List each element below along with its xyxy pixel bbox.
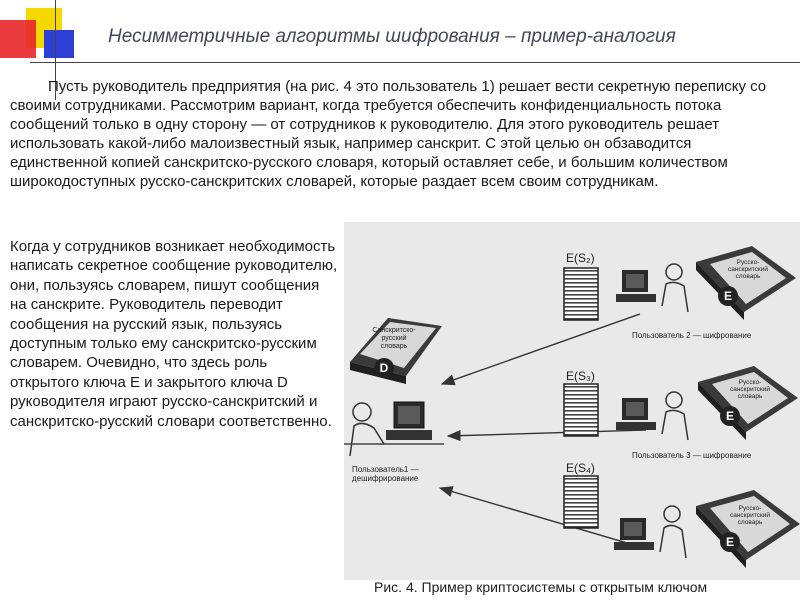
- decor-red-square: [0, 20, 36, 58]
- message-label-4: E(S₄): [566, 461, 595, 475]
- book-e3-title-2: санскритский: [730, 385, 770, 393]
- intro-paragraph: Пусть руководитель предприятия (на рис. …: [10, 78, 767, 190]
- receiver-label-1: Пользователь1 —: [352, 465, 419, 474]
- crypto-figure: Санскритско- русский словарь D Пользоват…: [344, 222, 800, 580]
- user-2-label: Пользователь 2 — шифрование: [632, 331, 752, 340]
- book-e2-title-3: словарь: [736, 273, 761, 280]
- decor-blue-square: [44, 30, 74, 58]
- book-e3-letter: E: [726, 409, 734, 423]
- book-e2-title-1: Русско-: [737, 259, 760, 266]
- receiver-keyboard: [386, 430, 432, 440]
- user-3-label: Пользователь 3 — шифрование: [632, 451, 752, 460]
- book-d-title-2: русский: [381, 334, 406, 342]
- book-e4-title-1: Русско-: [739, 505, 762, 512]
- message-doc-2: [563, 267, 599, 321]
- side-paragraph: Когда у сотрудников возникает необходимо…: [10, 238, 338, 430]
- book-e4-title-2: санскритский: [730, 511, 770, 519]
- e4-badge: [720, 532, 740, 552]
- e3-badge: [720, 406, 740, 426]
- e2-badge: [718, 286, 738, 306]
- book-e3-title-1: Русско-: [739, 379, 762, 386]
- sender-user-3: E(S₃) Русско- санскритский словарь E Пол…: [563, 366, 798, 460]
- sender-user-2: E(S₂) Русско- санскритский словарь E Пол…: [563, 246, 796, 340]
- arrow-from-user-2: [440, 313, 641, 386]
- receiver-label-2: дешифрирование: [352, 474, 419, 483]
- sender-4-head: [663, 505, 681, 523]
- book-d-title-1: Санскритско-: [372, 327, 416, 334]
- arrow-from-user-4: [438, 486, 645, 549]
- book-e2-title-2: санскритский: [728, 265, 768, 273]
- crypto-diagram: Санскритско- русский словарь D Пользоват…: [344, 222, 800, 580]
- dictionary-d-book: Санскритско- русский словарь D: [350, 318, 442, 384]
- slide-title: Несимметричные алгоритмы шифрования – пр…: [108, 26, 676, 47]
- sender-2-head: [665, 263, 683, 281]
- book-d-letter: D: [380, 361, 389, 375]
- message-label-3: E(S₃): [566, 369, 595, 383]
- message-doc-3: [563, 383, 599, 437]
- book-d-title-3: словарь: [381, 343, 408, 350]
- figure-caption: Рис. 4. Пример криптосистемы с открытым …: [374, 579, 708, 595]
- d-badge: [374, 358, 394, 378]
- receiver-workstation: Пользователь1 — дешифрирование: [344, 401, 444, 483]
- book-e4-title-3: словарь: [738, 519, 763, 526]
- title-underline: [30, 62, 800, 63]
- book-e2-letter: E: [724, 289, 732, 303]
- book-e4-letter: E: [726, 535, 734, 549]
- receiver-head: [352, 402, 372, 422]
- decor-vertical-line: [55, 0, 56, 100]
- message-doc-4: [563, 475, 599, 529]
- message-label-2: E(S₂): [566, 251, 595, 265]
- book-e3-title-3: словарь: [738, 393, 763, 400]
- sender-3-head: [665, 391, 683, 409]
- sender-user-4: E(S₄) Русско- санскритский словарь E: [563, 461, 800, 568]
- arrow-from-user-3: [446, 429, 647, 442]
